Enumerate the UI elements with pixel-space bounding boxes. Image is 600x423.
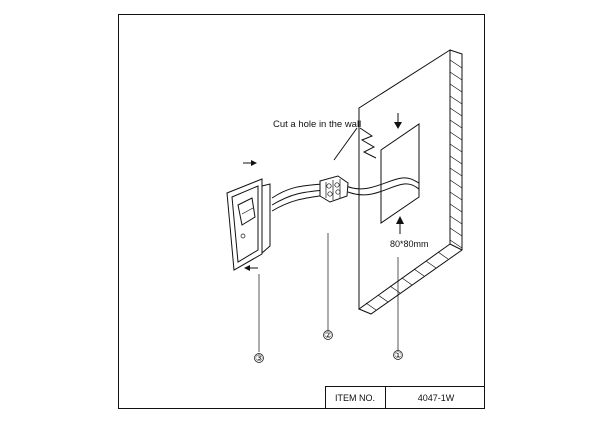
callout-3-label: ③ — [255, 353, 263, 363]
terminal-connector — [319, 175, 349, 203]
title-block: ITEM NO. 4047-1W — [325, 386, 485, 409]
hole-size-annotation: 80*80mm — [390, 239, 429, 249]
switch-indicator — [240, 233, 246, 239]
callout-leaders — [258, 233, 399, 352]
cut-hole-annotation: Cut a hole in the wall — [273, 119, 361, 130]
callout-1: ① — [393, 350, 403, 360]
wall — [358, 49, 463, 315]
wall-hole — [380, 123, 420, 224]
callout-2-label: ② — [324, 330, 332, 340]
cut-mark-zigzag — [359, 127, 377, 159]
callout-2: ② — [323, 330, 333, 340]
rocker-switch — [237, 197, 256, 226]
mounting-arrows — [243, 160, 258, 271]
drawing-frame — [118, 14, 485, 409]
wall-edge-hatching — [365, 59, 463, 311]
item-no-value: 4047-1W — [418, 393, 455, 403]
callout-3: ③ — [254, 353, 264, 363]
hole-dimension-arrows — [394, 113, 404, 234]
switch-plate — [226, 178, 271, 271]
cut-mark-leader — [333, 127, 358, 161]
callout-1-label: ① — [394, 350, 402, 360]
wiring — [271, 177, 420, 212]
item-no-label: ITEM NO. — [335, 393, 375, 403]
